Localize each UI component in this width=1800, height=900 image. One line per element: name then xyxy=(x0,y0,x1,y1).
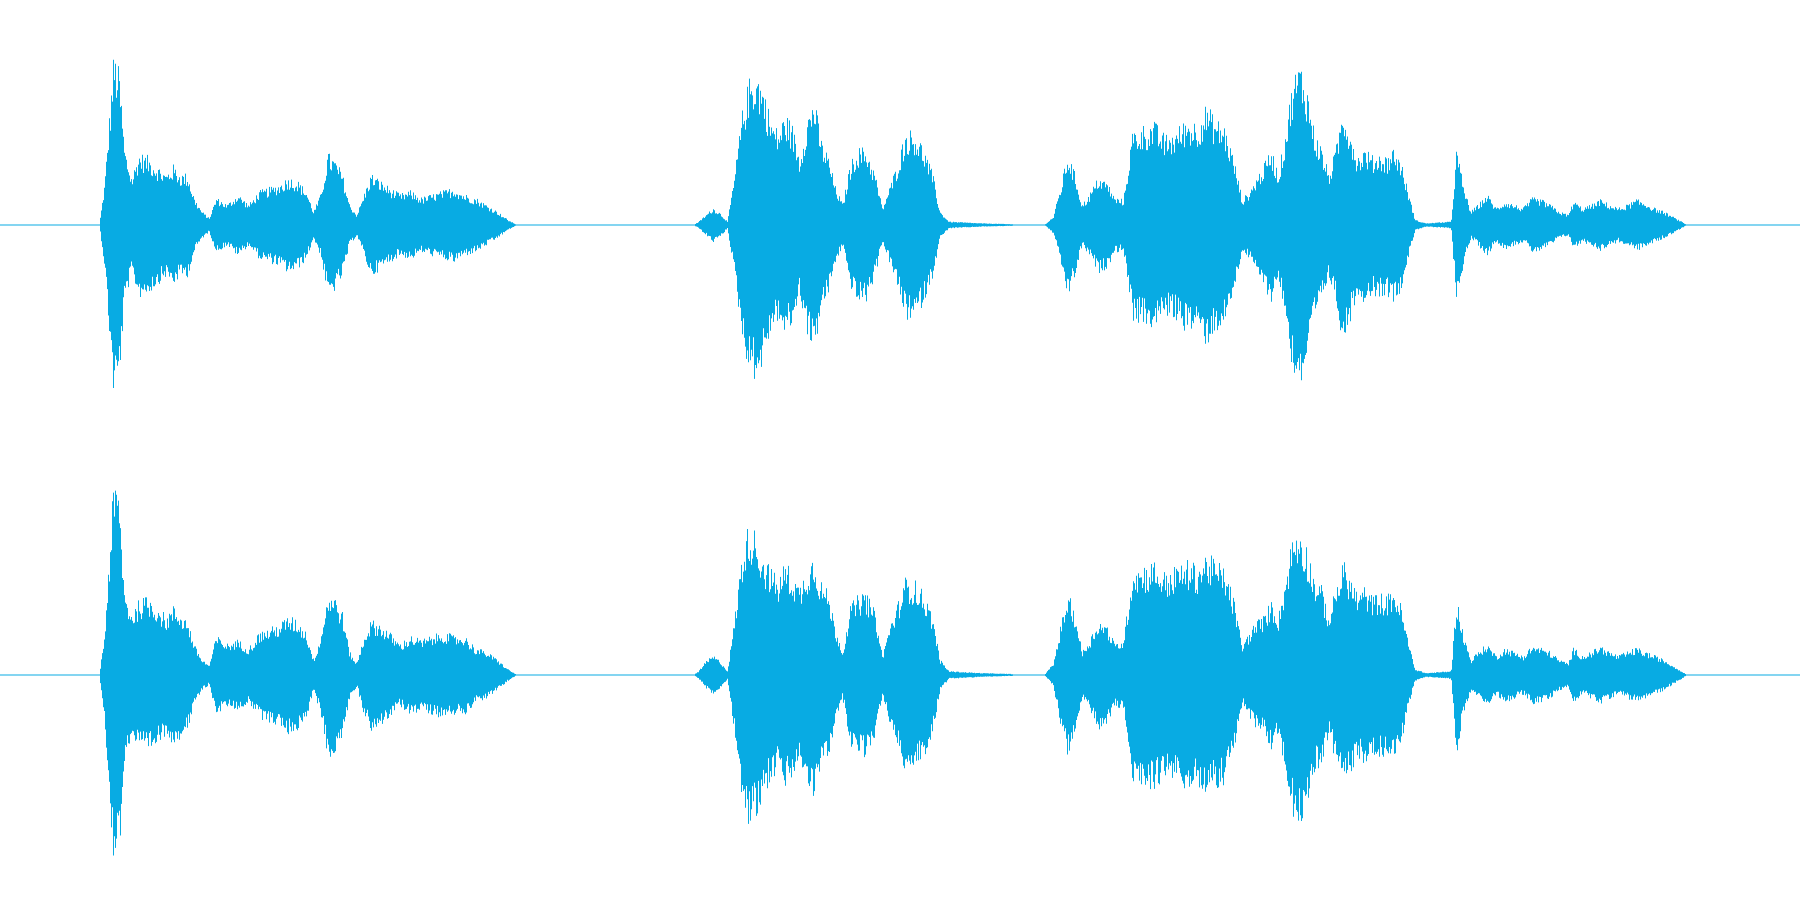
right-channel-waveform xyxy=(0,490,1800,856)
left-channel-samples xyxy=(100,59,1686,388)
right-channel-samples xyxy=(100,490,1686,856)
left-channel-waveform xyxy=(0,59,1800,388)
